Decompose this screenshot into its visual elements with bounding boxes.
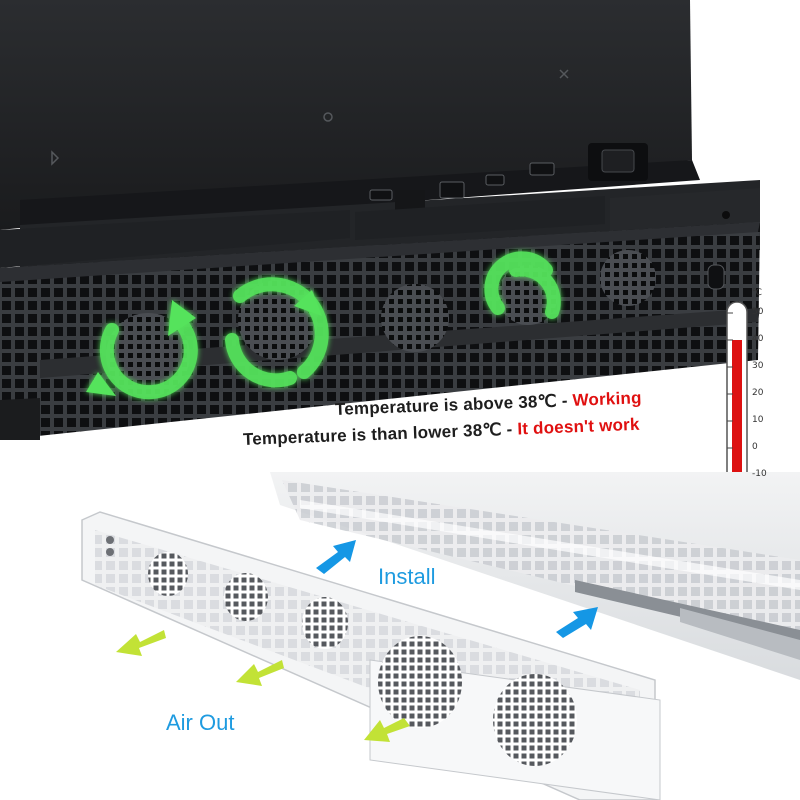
status-not-working: It doesn't work: [517, 414, 640, 439]
console-face-symbols: [51, 69, 569, 166]
thermometer-unit: ℃: [752, 288, 763, 298]
black-console: [0, 0, 760, 440]
air-out-arrows: [116, 630, 410, 742]
scale-label-40: 40: [752, 334, 764, 344]
scale-label-20: 20: [752, 388, 764, 398]
fan-rotation-arrowheads: [86, 290, 322, 396]
install-label: Install: [378, 564, 436, 589]
install-arrows: [316, 540, 598, 638]
air-out-label: Air Out: [166, 710, 235, 735]
scale-label-0: 0: [752, 442, 758, 452]
status-working: Working: [572, 388, 642, 410]
scale-label-50: 50: [752, 307, 764, 317]
scale-label-30: 30: [752, 361, 764, 371]
scale-label-10: 10: [752, 415, 764, 425]
white-fan-unit: [81, 511, 661, 800]
white-console: [270, 472, 800, 680]
scale-label-minus10: -10: [752, 469, 767, 479]
rear-ports: [369, 143, 648, 220]
